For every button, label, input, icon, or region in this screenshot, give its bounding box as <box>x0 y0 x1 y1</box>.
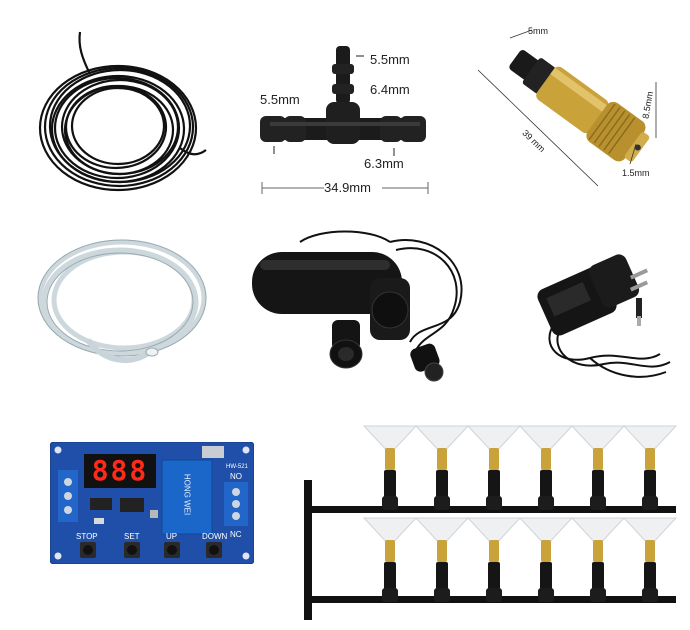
terminal-no-label: NO <box>230 472 242 481</box>
button-set-label: SET <box>124 532 140 541</box>
dim-mid-right: 6.4mm <box>370 82 410 97</box>
misting-line-assembly <box>296 420 686 628</box>
upper-nozzle-holder-3 <box>488 470 500 498</box>
black-tubing-coil <box>30 28 210 198</box>
lower-brass-nozzle-2 <box>437 540 447 562</box>
lower-spray-cone-4 <box>518 517 574 547</box>
lower-tee-5 <box>590 588 606 602</box>
power-adapter <box>520 236 680 386</box>
upper-nozzle-holder-2 <box>436 470 448 498</box>
main-riser-pipe <box>304 480 312 620</box>
upper-nozzle-holder-1 <box>384 470 396 498</box>
lower-brass-nozzle-3 <box>489 540 499 562</box>
upper-tee-1 <box>382 496 398 510</box>
button-down-label: DOWN <box>202 532 228 541</box>
board-model: HW-521 <box>226 464 248 470</box>
lower-brass-nozzle-5 <box>593 540 603 562</box>
lower-brass-nozzle-1 <box>385 540 395 562</box>
lower-nozzle-holder-4 <box>540 562 552 590</box>
upper-tee-3 <box>486 496 502 510</box>
upper-spray-cone-5 <box>570 425 626 455</box>
upper-tee-4 <box>538 496 554 510</box>
brass-nozzle: 5mm 39 mm 8.5mm 1.5mm <box>470 18 680 198</box>
upper-brass-nozzle-6 <box>645 448 655 470</box>
water-pump <box>240 222 480 392</box>
lower-spray-cone-5 <box>570 517 626 547</box>
button-up-label: UP <box>166 532 178 541</box>
dim-overall-width: 34.9mm <box>324 180 371 195</box>
dim-left: 5.5mm <box>260 92 300 107</box>
upper-spray-cone-4 <box>518 425 574 455</box>
lower-spray-cone-1 <box>362 517 418 547</box>
tee-connector: 5.5mm 6.4mm 5.5mm 6.3mm 34.9mm <box>240 36 440 206</box>
lower-tee-1 <box>382 588 398 602</box>
lower-nozzle-holder-3 <box>488 562 500 590</box>
upper-nozzle-holder-4 <box>540 470 552 498</box>
upper-tee-5 <box>590 496 606 510</box>
dim-top: 5.5mm <box>370 52 410 67</box>
display-digits: 888 <box>91 454 149 487</box>
upper-nozzle-holder-6 <box>644 470 656 498</box>
lower-nozzle-holder-2 <box>436 562 448 590</box>
lower-nozzle-holder-5 <box>592 562 604 590</box>
upper-brass-nozzle-3 <box>489 448 499 470</box>
lower-nozzle-holder-1 <box>384 562 396 590</box>
upper-spray-cone-2 <box>414 425 470 455</box>
lower-nozzle-holder-6 <box>644 562 656 590</box>
lower-spray-cone-6 <box>622 517 678 547</box>
button-stop-label: STOP <box>76 532 98 541</box>
upper-brass-nozzle-2 <box>437 448 447 470</box>
nozzle-dim-orifice: 1.5mm <box>622 168 650 178</box>
lower-tee-4 <box>538 588 554 602</box>
lower-spray-cone-2 <box>414 517 470 547</box>
terminal-nc-label: NC <box>230 530 242 539</box>
lower-tee-3 <box>486 588 502 602</box>
upper-brass-nozzle-5 <box>593 448 603 470</box>
upper-tee-2 <box>434 496 450 510</box>
upper-tee-6 <box>642 496 658 510</box>
lower-tee-2 <box>434 588 450 602</box>
upper-spray-cone-3 <box>466 425 522 455</box>
dim-bottom-right: 6.3mm <box>364 156 404 171</box>
lower-spray-cone-3 <box>466 517 522 547</box>
upper-brass-nozzle-4 <box>541 448 551 470</box>
clear-tubing-coil <box>30 228 210 378</box>
relay-brand: HONG WEI <box>182 473 192 516</box>
upper-spray-cone-6 <box>622 425 678 455</box>
relay-controller-board: 888 HONG WEI HW-521 NO NC STOP SET UP DO… <box>50 442 254 564</box>
upper-nozzle-holder-5 <box>592 470 604 498</box>
upper-brass-nozzle-1 <box>385 448 395 470</box>
lower-brass-nozzle-6 <box>645 540 655 562</box>
nozzle-dim-tip: 5mm <box>528 26 548 36</box>
lower-brass-nozzle-4 <box>541 540 551 562</box>
lower-tee-6 <box>642 588 658 602</box>
upper-spray-cone-1 <box>362 425 418 455</box>
